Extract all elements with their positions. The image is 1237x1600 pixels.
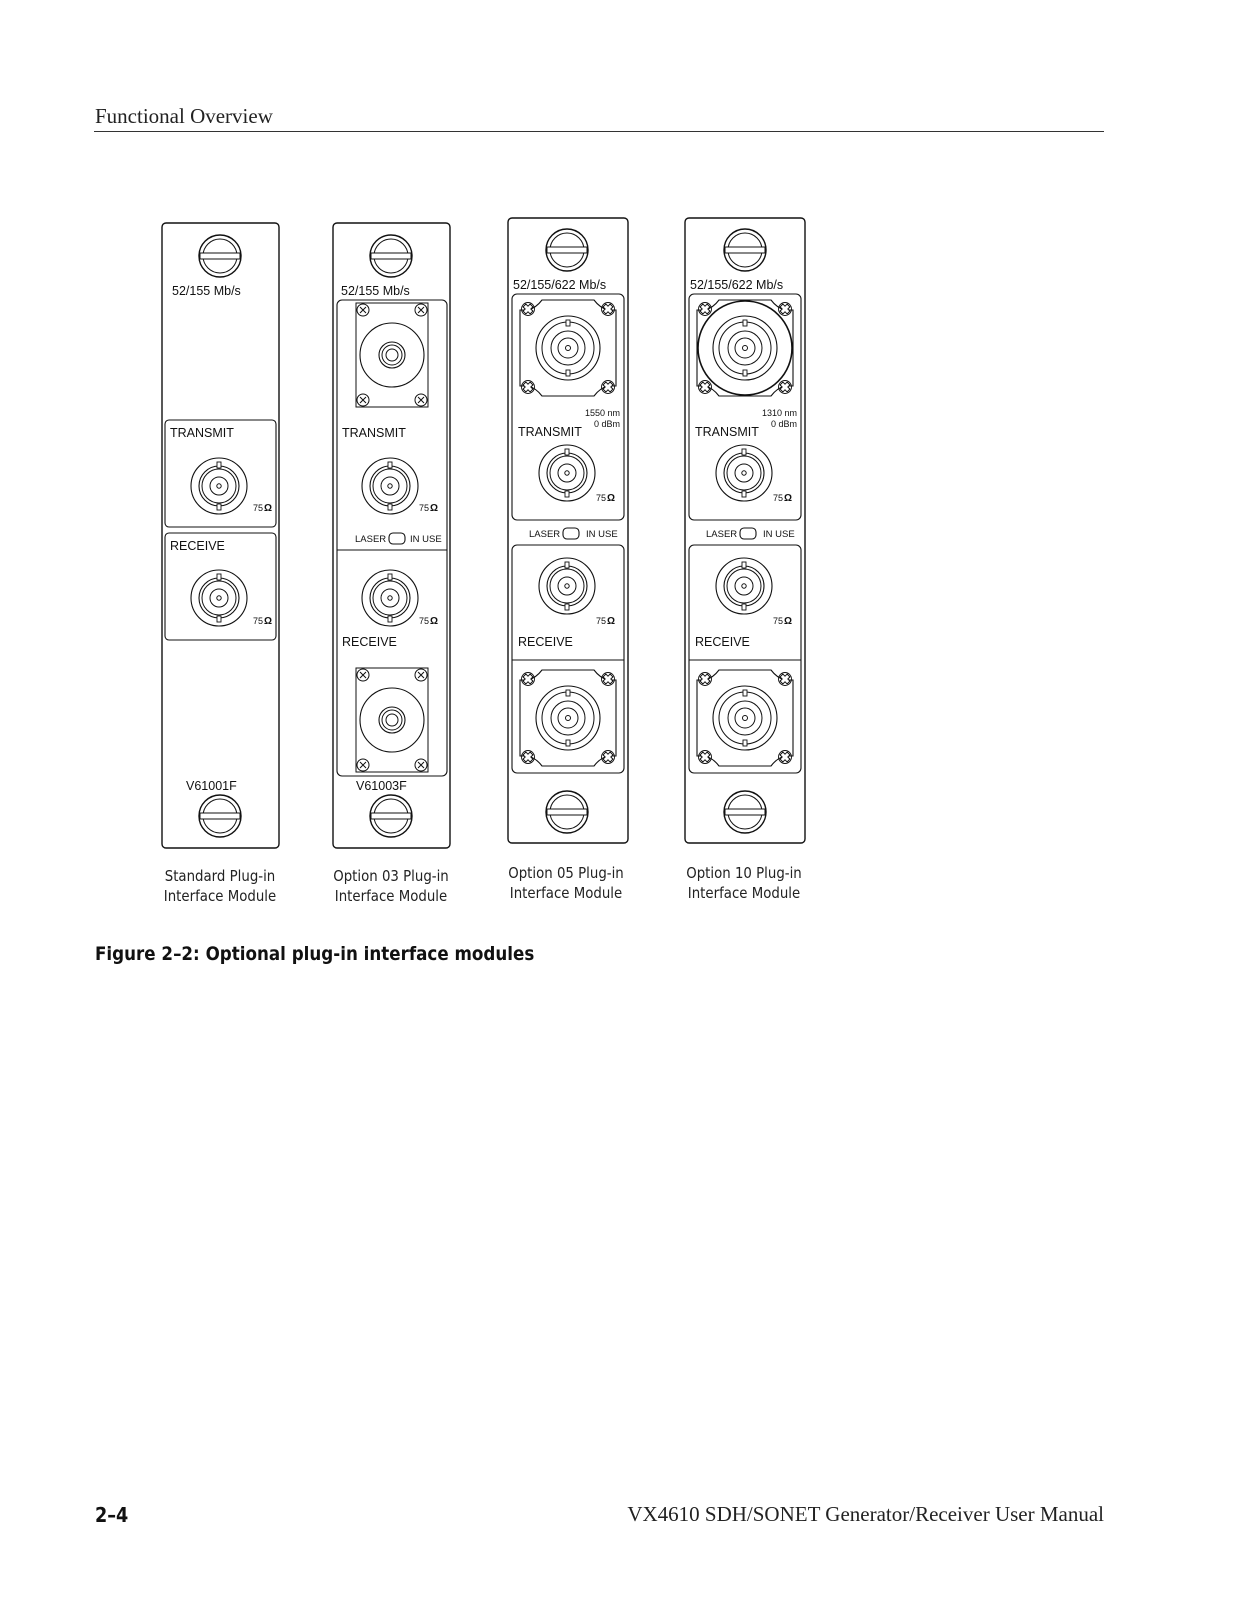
laser-label: LASER [529, 529, 560, 540]
impedance-label: 75 [773, 616, 783, 626]
header-rule [94, 131, 1104, 132]
transmit-label: TRANSMIT [170, 426, 234, 440]
figure-caption: Figure 2–2: Optional plug-in interface m… [95, 943, 535, 965]
panel-screw-icon [369, 234, 413, 278]
transmit-label: TRANSMIT [695, 425, 759, 439]
module-option-05: 52/155/622 Mb/s 1550 nm 0 dBm TRANSMIT 7… [507, 217, 629, 844]
wavelength-label: 1550 nm [585, 408, 620, 418]
module-caption-option-10: Option 10 Plug-in Interface Module [680, 863, 809, 903]
caption-line: Option 05 Plug-in [508, 864, 624, 882]
receive-bnc-connector-icon[interactable] [361, 569, 419, 627]
module-option-03: 52/155 Mb/s TRANSMIT 75 Ω LASER IN USE 7… [332, 222, 451, 849]
model-label: V61003F [356, 779, 407, 793]
in-use-label: IN USE [763, 529, 795, 540]
caption-line: Interface Module [334, 887, 448, 905]
impedance-label: 75 [253, 616, 263, 626]
led-indicator-icon [562, 527, 580, 540]
wavelength-label: 1310 nm [762, 408, 797, 418]
panel-screw-icon [198, 794, 242, 838]
transmit-optical-connector-icon[interactable] [695, 299, 795, 397]
panel-screw-icon [723, 228, 767, 272]
transmit-bnc-connector-icon[interactable] [538, 444, 596, 502]
transmit-label: TRANSMIT [342, 426, 406, 440]
ohm-icon: Ω [264, 616, 272, 627]
module-caption-standard: Standard Plug-in Interface Module [156, 866, 285, 906]
ohm-icon: Ω [430, 616, 438, 627]
panel-screw-icon [198, 234, 242, 278]
section-title: Functional Overview [95, 104, 273, 128]
transmit-label: TRANSMIT [518, 425, 582, 439]
receive-label: RECEIVE [695, 635, 750, 649]
module-caption-option-05: Option 05 Plug-in Interface Module [502, 863, 631, 903]
transmit-bnc-connector-icon[interactable] [361, 457, 419, 515]
model-label: V61001F [186, 779, 237, 793]
in-use-label: IN USE [410, 534, 442, 545]
receive-optical-connector-icon[interactable] [695, 669, 795, 767]
module-caption-option-03: Option 03 Plug-in Interface Module [327, 866, 456, 906]
caption-line: Option 10 Plug-in [686, 864, 802, 882]
caption-line: Interface Module [687, 884, 801, 902]
panel-screw-icon [723, 790, 767, 834]
transmit-bnc-connector-icon[interactable] [190, 457, 248, 515]
ohm-icon: Ω [607, 493, 615, 504]
receive-optical-connector-icon[interactable] [518, 669, 618, 767]
receive-optical-connector-icon[interactable] [356, 668, 428, 772]
caption-line: Interface Module [509, 884, 623, 902]
laser-label: LASER [355, 534, 386, 545]
impedance-label: 75 [773, 493, 783, 503]
panel-screw-icon [369, 794, 413, 838]
ohm-icon: Ω [264, 503, 272, 514]
ohm-icon: Ω [784, 493, 792, 504]
receive-bnc-connector-icon[interactable] [538, 557, 596, 615]
caption-line: Standard Plug-in [164, 867, 276, 885]
receive-bnc-connector-icon[interactable] [715, 557, 773, 615]
ohm-icon: Ω [784, 616, 792, 627]
transmit-optical-connector-icon[interactable] [518, 299, 618, 397]
rate-label: 52/155 Mb/s [341, 284, 410, 298]
led-indicator-icon [739, 527, 757, 540]
ohm-icon: Ω [430, 503, 438, 514]
impedance-label: 75 [596, 493, 606, 503]
module-option-10: 52/155/622 Mb/s 1310 nm 0 dBm TRANSMIT 7… [684, 217, 806, 844]
ohm-icon: Ω [607, 616, 615, 627]
rate-label: 52/155 Mb/s [172, 284, 241, 298]
page-number: 2–4 [95, 1503, 129, 1527]
impedance-label: 75 [253, 503, 263, 513]
caption-line: Interface Module [163, 887, 277, 905]
receive-bnc-connector-icon[interactable] [190, 569, 248, 627]
receive-label: RECEIVE [342, 635, 397, 649]
power-label: 0 dBm [771, 419, 797, 429]
panel-screw-icon [545, 790, 589, 834]
rate-label: 52/155/622 Mb/s [690, 278, 783, 292]
in-use-label: IN USE [586, 529, 618, 540]
receive-label: RECEIVE [518, 635, 573, 649]
caption-line: Option 03 Plug-in [333, 867, 449, 885]
power-label: 0 dBm [594, 419, 620, 429]
module-standard: 52/155 Mb/s TRANSMIT 75 Ω RECEIVE 75 Ω V… [161, 222, 280, 849]
manual-title: VX4610 SDH/SONET Generator/Receiver User… [627, 1502, 1104, 1526]
impedance-label: 75 [419, 616, 429, 626]
panel-screw-icon [545, 228, 589, 272]
led-indicator-icon [388, 532, 406, 545]
impedance-label: 75 [596, 616, 606, 626]
rate-label: 52/155/622 Mb/s [513, 278, 606, 292]
laser-label: LASER [706, 529, 737, 540]
impedance-label: 75 [419, 503, 429, 513]
transmit-optical-connector-icon[interactable] [356, 303, 428, 407]
receive-label: RECEIVE [170, 539, 225, 553]
transmit-bnc-connector-icon[interactable] [715, 444, 773, 502]
